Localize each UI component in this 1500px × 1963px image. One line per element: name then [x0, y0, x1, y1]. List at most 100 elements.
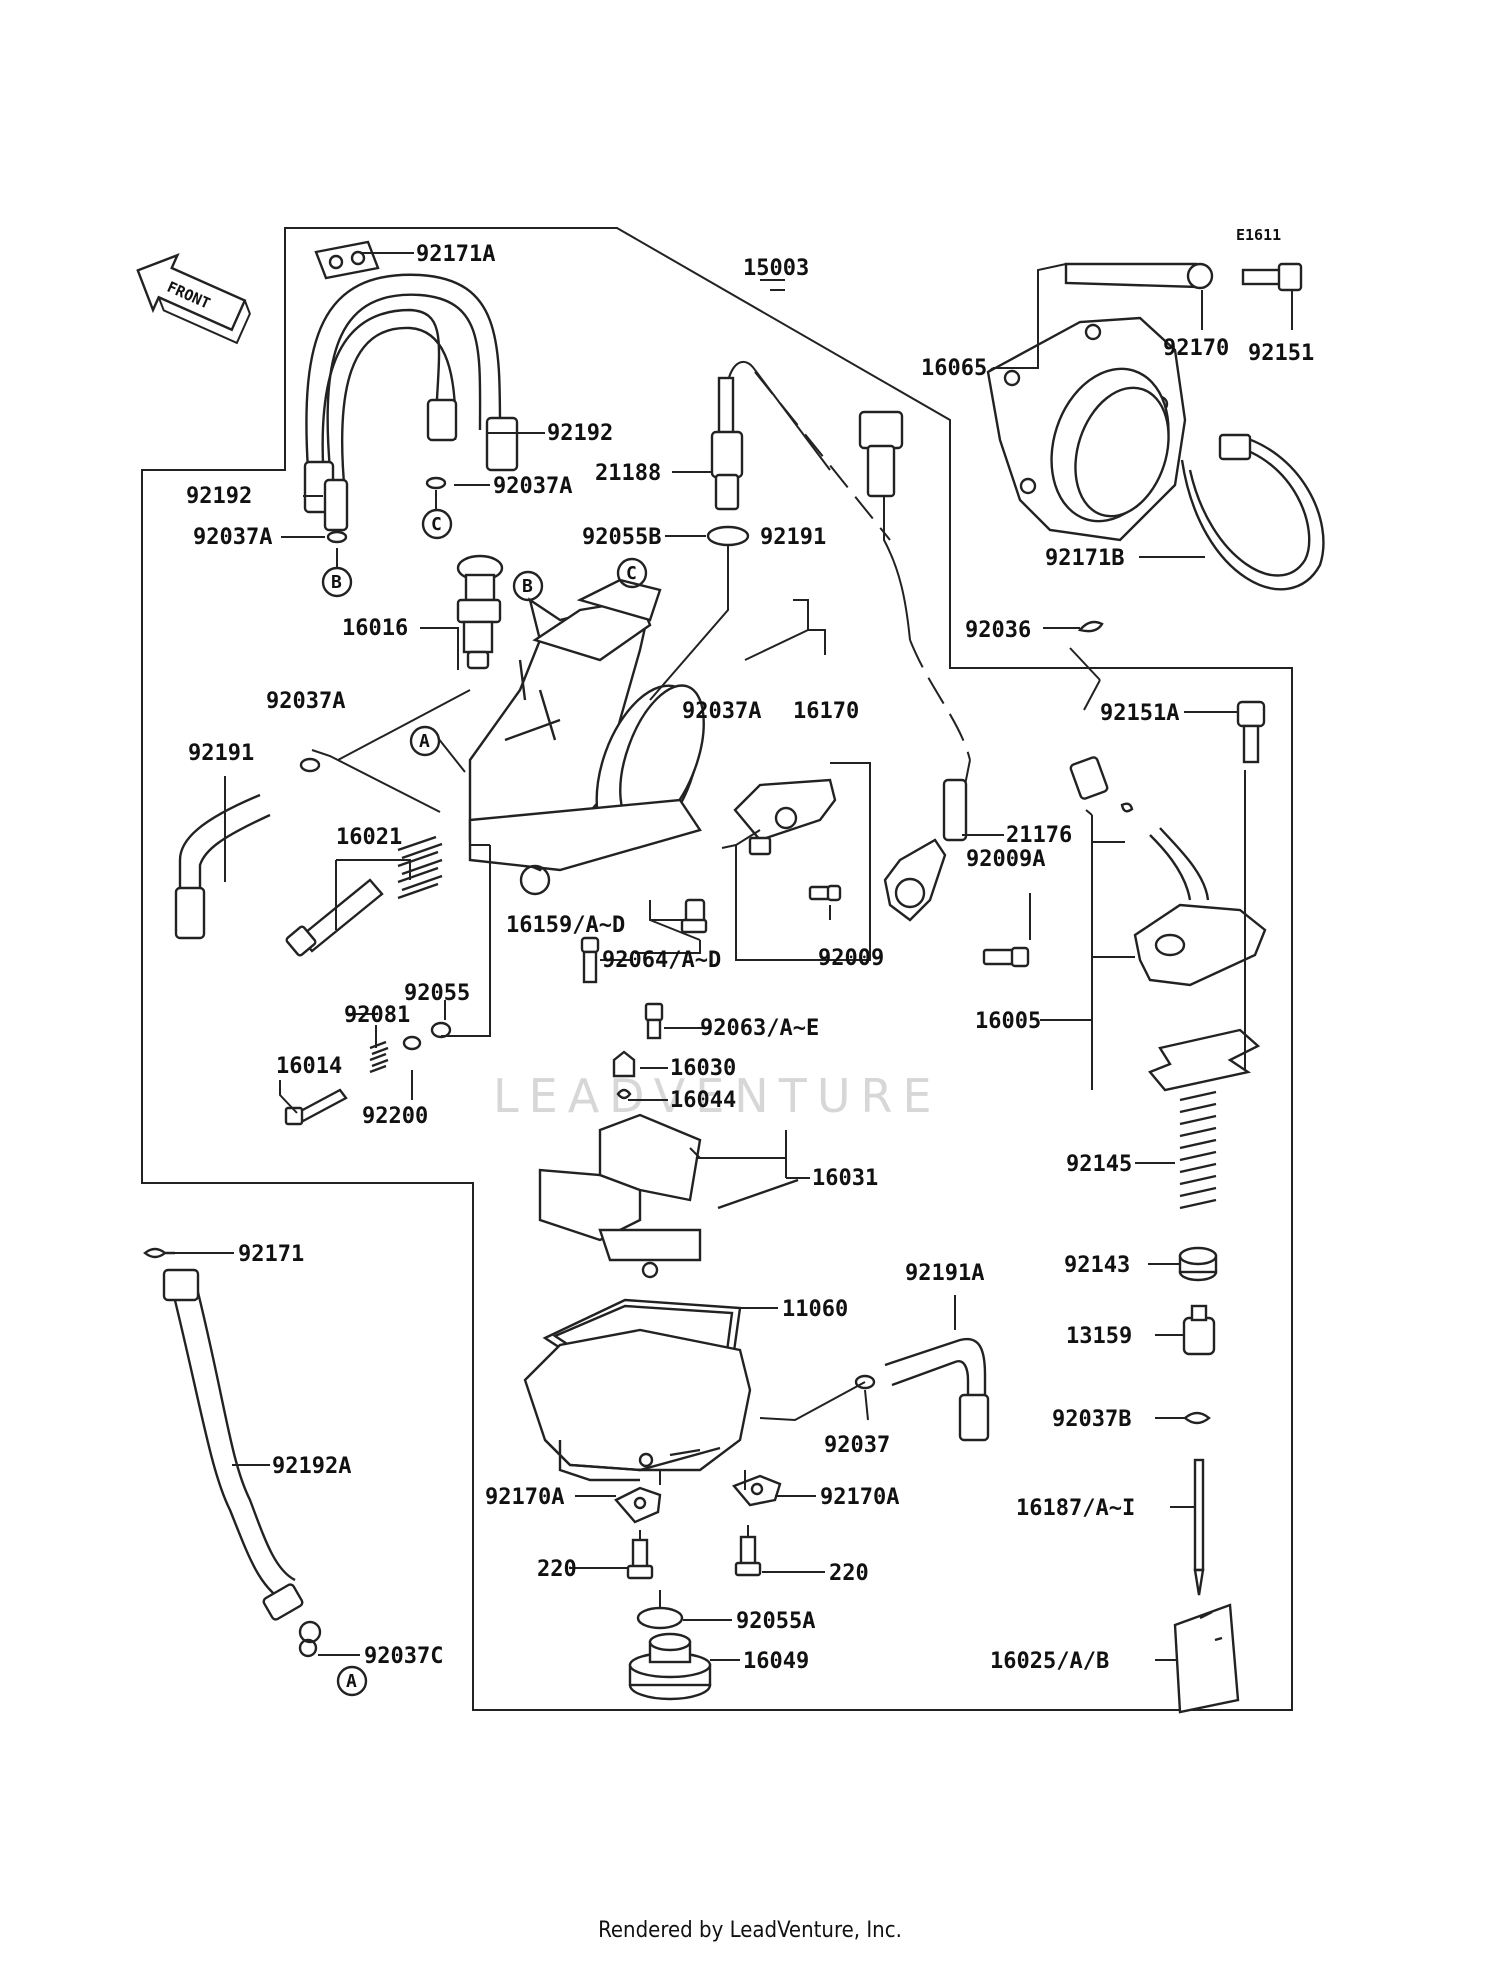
label-92191-left: 92191: [188, 741, 254, 766]
label-16030: 16030: [670, 1056, 736, 1081]
hose-92191-left: [174, 793, 271, 940]
jet-needle-16187: [1193, 1458, 1205, 1596]
label-16014: 16014: [276, 1054, 342, 1079]
spring-92081: [369, 1040, 389, 1074]
throttle-valve-16025: [1173, 1603, 1240, 1714]
label-92037C: 92037C: [364, 1644, 443, 1669]
svg-text:B: B: [331, 572, 342, 593]
top-cap-16005: [1133, 827, 1267, 1092]
label-220-left: 220: [537, 1557, 577, 1582]
ref-circle-B-body: B: [512, 570, 544, 602]
hose-clip-92037A-left: [326, 530, 348, 544]
hose-clip-92037A-center: [425, 476, 447, 490]
jet-92063: [644, 1002, 664, 1040]
svg-text:A: A: [346, 1671, 357, 1692]
label-15003: 15003: [743, 256, 809, 281]
label-92191-top: 92191: [760, 525, 826, 550]
ref-circle-B-top: B: [321, 566, 353, 598]
label-92170A-right: 92170A: [820, 1485, 899, 1510]
label-92192A: 92192A: [272, 1454, 351, 1479]
label-92170: 92170: [1163, 336, 1229, 361]
bolt-92151A: [1236, 700, 1266, 764]
ref-circle-A-top: A: [409, 725, 441, 757]
sensor-21176: [883, 759, 971, 922]
assembly-boundary: [141, 227, 1293, 1711]
label-92143: 92143: [1064, 1253, 1130, 1278]
spring-16021: [397, 835, 443, 900]
footer-credit: Rendered by LeadVenture, Inc.: [598, 1918, 902, 1943]
float-16031: [538, 1113, 799, 1279]
choke-knob: [1069, 756, 1134, 813]
label-92037B: 92037B: [1052, 1407, 1131, 1432]
ref-circle-A-bottom: A: [336, 1665, 368, 1697]
label-92037A-left: 92037A: [193, 525, 272, 550]
needle-jet-92064: [580, 936, 600, 984]
screw-92009: [808, 884, 842, 902]
label-21176: 21176: [1006, 823, 1072, 848]
clamp-92171B: [1180, 433, 1325, 591]
clip-92036: [1077, 620, 1104, 633]
label-92009A: 92009A: [966, 847, 1045, 872]
label-16016: 16016: [342, 616, 408, 641]
clip-92171: [143, 1247, 175, 1259]
label-92145: 92145: [1066, 1152, 1132, 1177]
pilot-screw-16016: [456, 554, 504, 670]
screw-220-left: [626, 1538, 654, 1580]
hose-92192A: [162, 1268, 304, 1621]
label-92192-right: 92192: [547, 421, 613, 446]
label-92037A-body: 92037A: [682, 699, 761, 724]
label-16044: 16044: [670, 1088, 736, 1113]
label-92063: 92063/A~E: [700, 1016, 819, 1041]
leader-lines: [175, 252, 1293, 1661]
svg-text:A: A: [419, 731, 430, 752]
holder-13159: [1182, 1304, 1216, 1356]
holder-92143: [1178, 1246, 1218, 1282]
clip-16044: [616, 1088, 632, 1100]
bracket-16170: [733, 778, 837, 856]
label-92037A-mid: 92037A: [266, 689, 345, 714]
oring-92055A: [636, 1606, 684, 1630]
screw-16014: [284, 1088, 348, 1126]
label-92037: 92037: [824, 1433, 890, 1458]
connector-wire: [754, 371, 971, 761]
label-16049: 16049: [743, 1649, 809, 1674]
oring-92055B: [706, 525, 750, 547]
label-92036: 92036: [965, 618, 1031, 643]
label-92192-left: 92192: [186, 484, 252, 509]
label-16170: 16170: [793, 699, 859, 724]
intake-flange-16065: [986, 316, 1187, 542]
label-11060: 11060: [782, 1297, 848, 1322]
ref-circle-C-body: C: [616, 557, 648, 589]
throttle-sensor-21188: [710, 360, 831, 511]
label-21188: 21188: [595, 461, 661, 486]
label-92171A: 92171A: [416, 242, 495, 267]
label-92171: 92171: [238, 1242, 304, 1267]
label-92037A-top: 92037A: [493, 474, 572, 499]
svg-text:C: C: [626, 563, 637, 584]
bolt-92151: [1241, 262, 1303, 292]
label-92170A-left: 92170A: [485, 1485, 564, 1510]
label-16021: 16021: [336, 825, 402, 850]
screw-220-right: [734, 1535, 762, 1577]
jet-16159: [680, 898, 708, 934]
label-16065: 16065: [921, 356, 987, 381]
screw-16021: [285, 878, 384, 957]
label-92081: 92081: [344, 1003, 410, 1028]
label-220-right: 220: [829, 1561, 869, 1586]
label-16031: 16031: [812, 1166, 878, 1191]
watermark-text: LEADVENTURE: [493, 1069, 942, 1123]
label-92200: 92200: [362, 1104, 428, 1129]
label-16187: 16187/A~I: [1016, 1496, 1135, 1521]
clip-92037C: [298, 1620, 322, 1658]
label-92151A: 92151A: [1100, 701, 1179, 726]
label-16025: 16025/A/B: [990, 1649, 1109, 1674]
label-16005: 16005: [975, 1009, 1041, 1034]
clip-92037B: [1184, 1411, 1211, 1425]
pin-92170: [1064, 262, 1214, 290]
vent-hoses: [303, 240, 519, 532]
washer-92200: [402, 1035, 422, 1051]
ref-circle-C-top: C: [421, 508, 453, 540]
label-92009: 92009: [818, 946, 884, 971]
hose-92191A: [884, 1337, 990, 1442]
